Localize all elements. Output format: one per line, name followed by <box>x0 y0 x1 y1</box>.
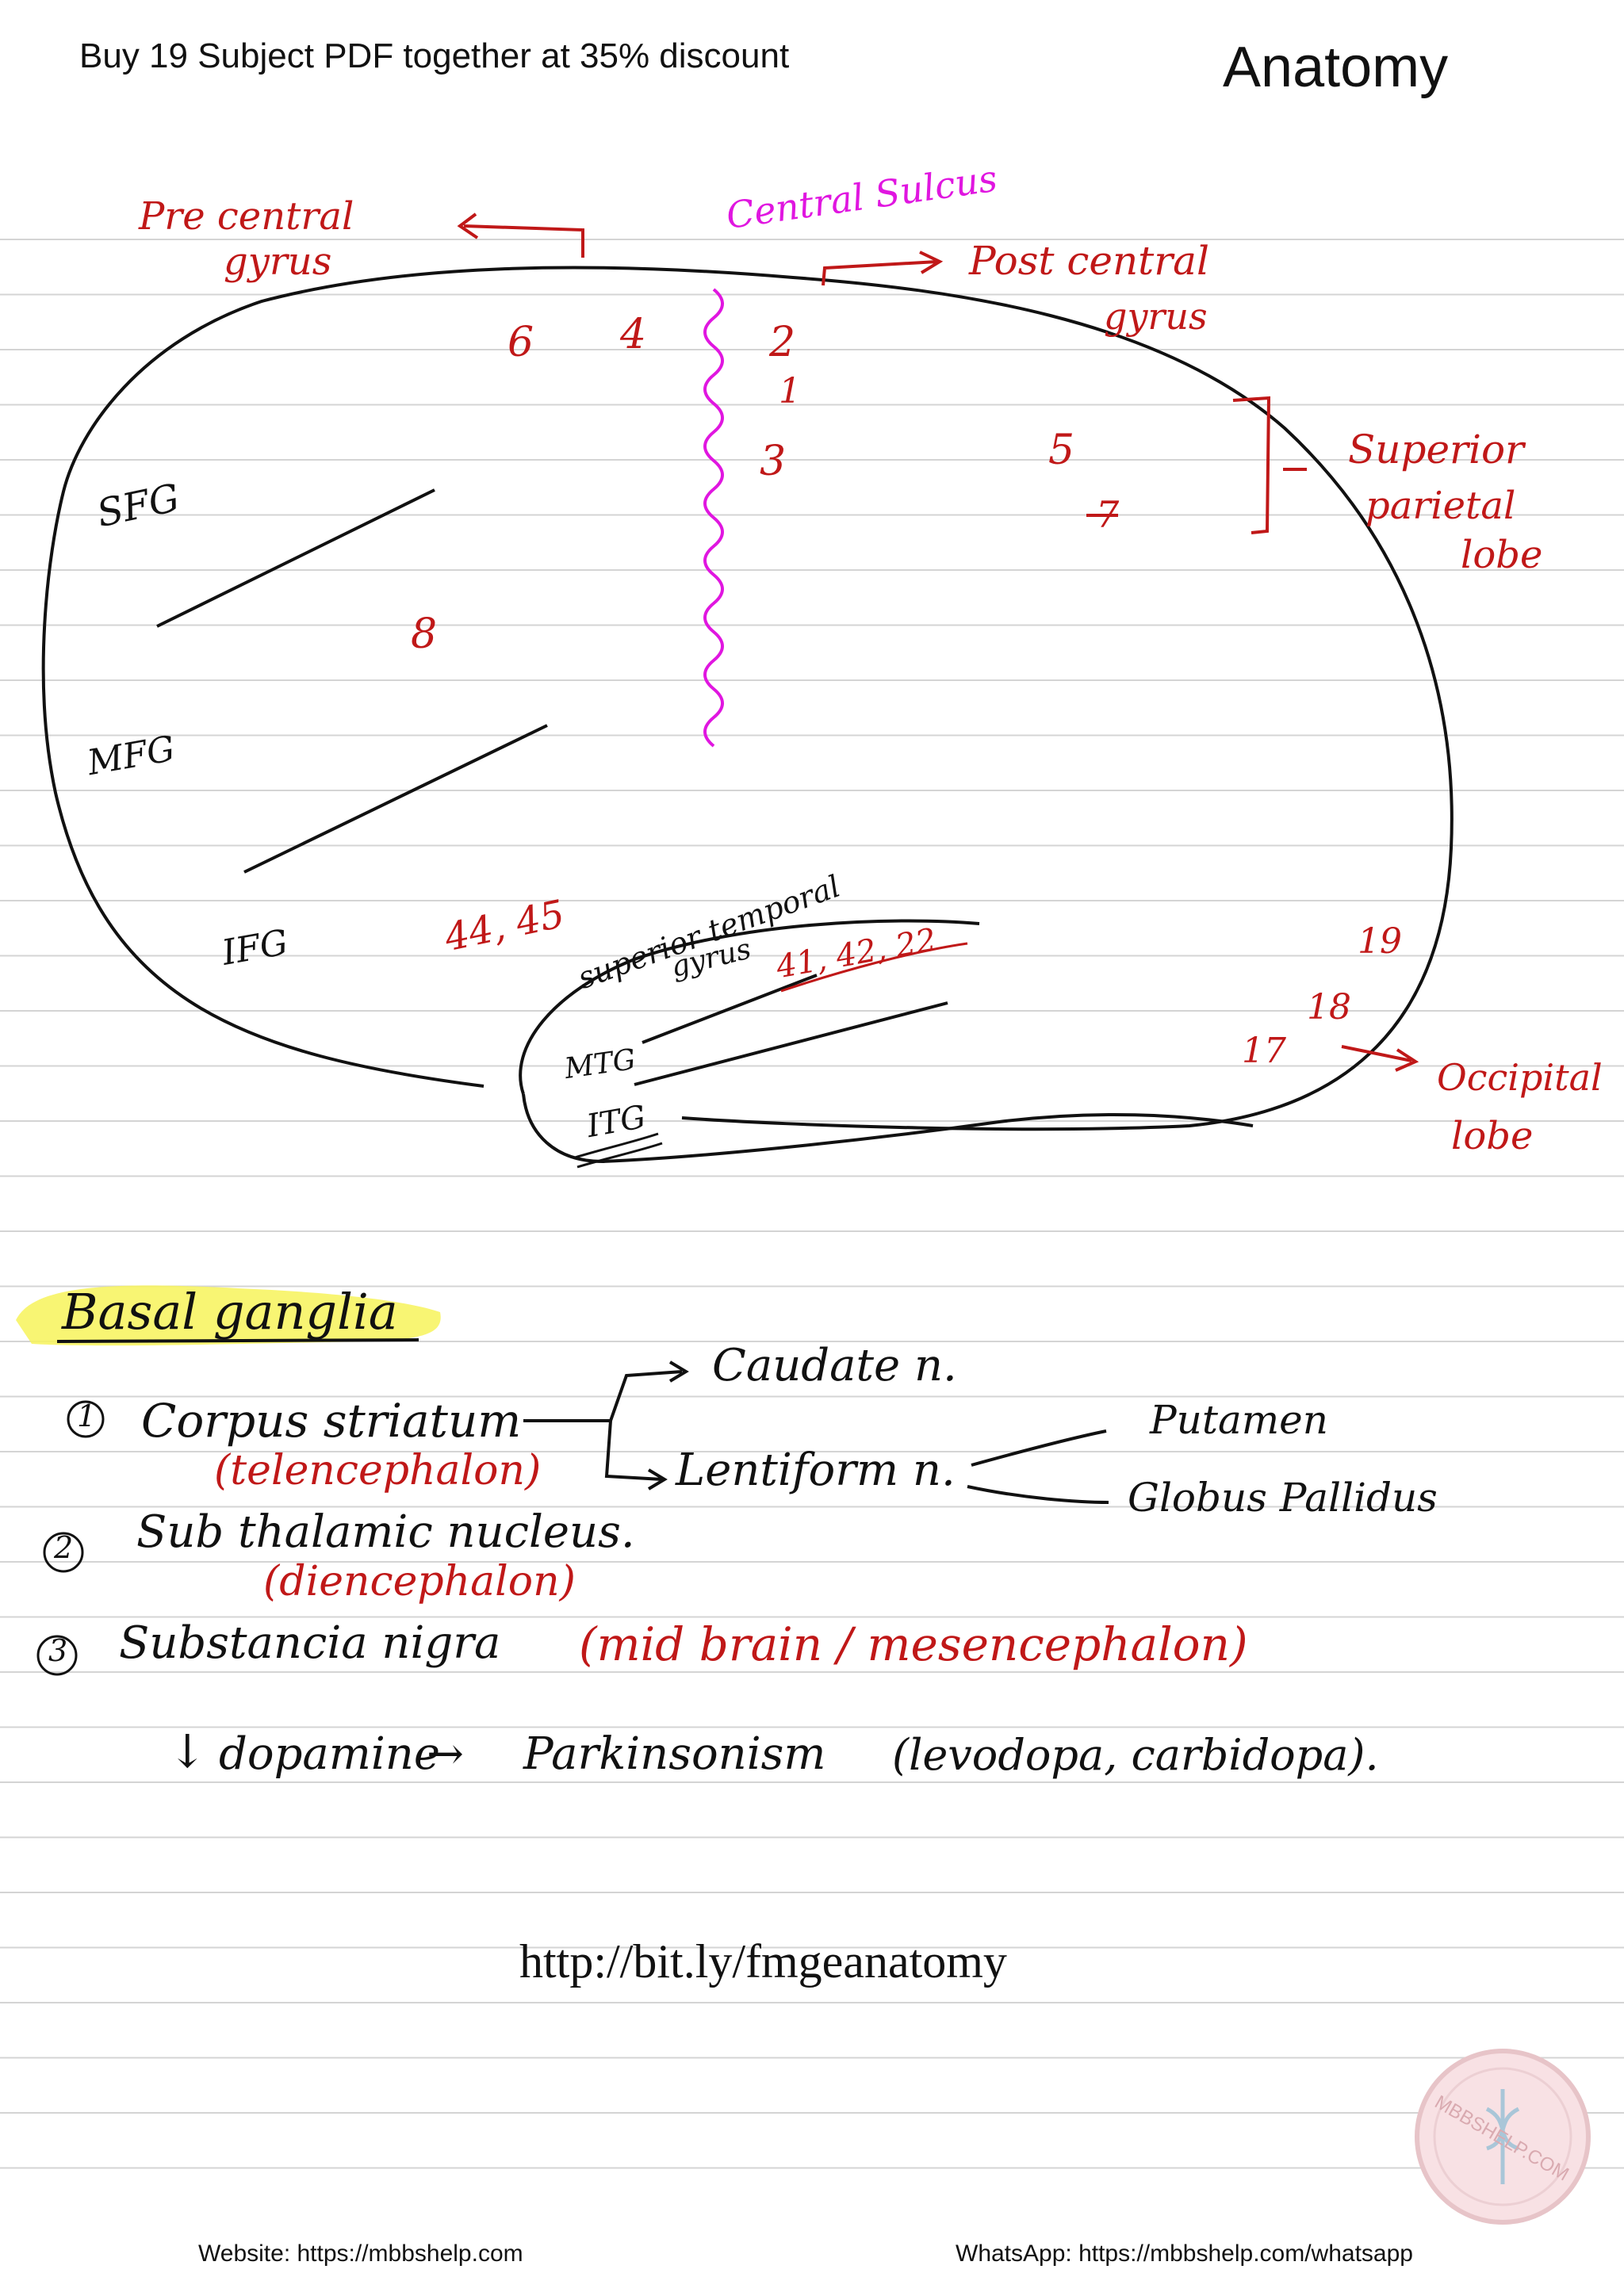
parietal-bracket <box>1232 396 1307 534</box>
title-highlight <box>16 1285 441 1346</box>
dopamine-down-arrow: ↓ <box>168 1724 207 1778</box>
globus-pallidus-label: Globus Pallidus <box>1128 1475 1438 1521</box>
area-2: 2 <box>769 319 796 366</box>
mfg-ifg-line <box>243 724 548 874</box>
label-postcentral: Post central <box>969 238 1209 284</box>
area-18: 18 <box>1307 987 1351 1027</box>
label-superior-parietal-2: parietal <box>1365 484 1516 528</box>
parkinsonism-label: Parkinsonism <box>523 1728 826 1780</box>
mtg-itg-line <box>634 1001 948 1086</box>
putamen-label: Putamen <box>1150 1397 1328 1443</box>
item2-number: 2 <box>54 1530 74 1565</box>
postcentral-arrow <box>822 251 944 286</box>
mbbshelp-seal: MBBSHELP.COM <box>1415 2049 1591 2225</box>
label-occipital-2: lobe <box>1451 1114 1534 1158</box>
title-underline <box>56 1338 419 1343</box>
area-1: 1 <box>779 371 801 411</box>
footer-whatsapp[interactable]: WhatsApp: https://mbbshelp.com/whatsapp <box>956 2241 1413 2267</box>
footer-website[interactable]: Website: https://mbbshelp.com <box>198 2241 523 2267</box>
basal-ganglia-title: Basal ganglia <box>62 1283 398 1341</box>
item2-subthalamic: Sub thalamic nucleus. <box>136 1506 635 1558</box>
temporal-lobe-lower <box>522 1093 1254 1164</box>
precentral-arrow <box>457 212 584 258</box>
label-superior-parietal-3: lobe <box>1461 533 1543 577</box>
label-superior-parietal: Superior <box>1348 427 1524 473</box>
itg-underline <box>574 1132 663 1169</box>
dopamine-arrow: → <box>427 1728 464 1780</box>
fmge-link[interactable]: http://bit.ly/fmgeanatomy <box>519 1935 1007 1988</box>
area41-underline <box>780 942 968 993</box>
item1-circle <box>67 1400 105 1438</box>
corpus-branch <box>523 1360 689 1490</box>
label-occipital: Occipital <box>1437 1056 1603 1099</box>
area-5: 5 <box>1048 427 1075 474</box>
item1-number: 1 <box>77 1399 97 1433</box>
caudate-label: Caudate n. <box>712 1340 957 1391</box>
item3-circle <box>36 1635 78 1676</box>
area-4: 4 <box>620 311 647 358</box>
occipital-arrow <box>1341 1045 1419 1072</box>
brain-outline <box>41 266 1454 1131</box>
promo-text: Buy 19 Subject PDF together at 35% disco… <box>79 36 790 75</box>
area-3: 3 <box>760 438 787 485</box>
lentiform-label: Lentiform n. <box>676 1445 956 1496</box>
dopamine-label: dopamine <box>219 1728 441 1780</box>
item2-diencephalon: (diencephalon) <box>263 1558 576 1605</box>
temporal-lobe-outline <box>519 919 980 1095</box>
item3-substancia-nigra: Substancia nigra <box>119 1617 501 1669</box>
item3-midbrain: (mid brain / mesencephalon) <box>579 1617 1248 1671</box>
item3-number: 3 <box>48 1633 68 1668</box>
area-17: 17 <box>1242 1031 1286 1071</box>
item1-telencephalon: (telencephalon) <box>214 1447 542 1494</box>
sfg-mfg-line <box>156 488 435 628</box>
lentiform-branch <box>967 1429 1109 1504</box>
area-8: 8 <box>411 610 438 658</box>
area-6: 6 <box>508 319 534 366</box>
stg-divider <box>642 974 818 1044</box>
area-7: 7 <box>1096 493 1120 536</box>
label-precentral: Pre central <box>139 194 354 239</box>
item2-circle <box>43 1532 84 1573</box>
area-19: 19 <box>1358 921 1402 962</box>
label-postcentral-2: gyrus <box>1104 295 1208 338</box>
treatment-label: (levodopa, carbidopa). <box>892 1730 1379 1780</box>
subject-title: Anatomy <box>1223 36 1449 99</box>
central-sulcus-line <box>703 288 724 748</box>
item1-corpus-striatum: Corpus striatum <box>141 1394 522 1448</box>
label-precentral-2: gyrus <box>224 239 332 284</box>
